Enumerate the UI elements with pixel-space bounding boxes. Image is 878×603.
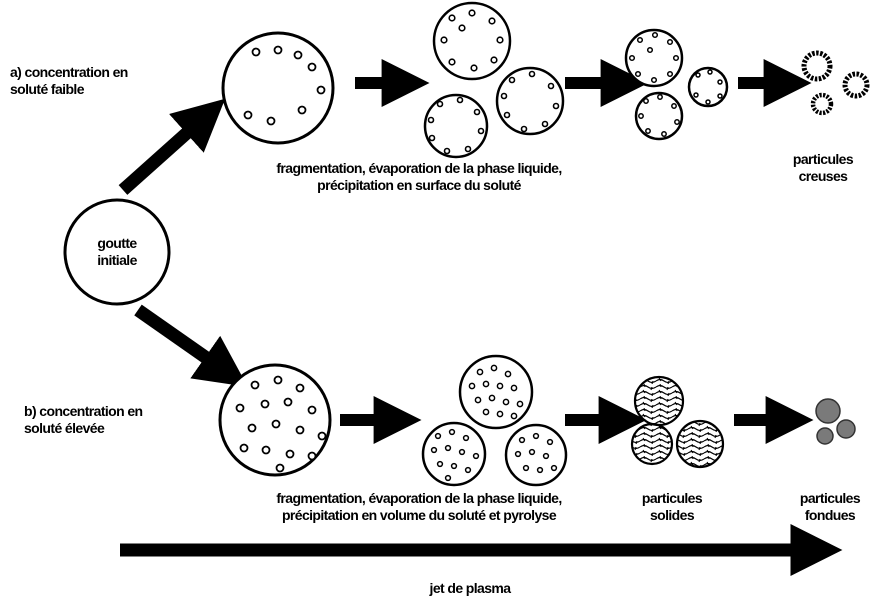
start-label-line1: goutte bbox=[77, 235, 157, 252]
solid-particles-label-line2: solides bbox=[627, 507, 717, 524]
row-b-label: b) concentration en soluté élevée bbox=[24, 403, 143, 437]
branch-arrow-down bbox=[138, 310, 218, 366]
row-a-label-line1: a) concentration en bbox=[10, 64, 128, 81]
hollow-particles-label: particules creuses bbox=[778, 151, 868, 185]
solid-particles-label: particules solides bbox=[627, 490, 717, 524]
fused-particles bbox=[816, 399, 855, 444]
solid-particles-label-line1: particules bbox=[627, 490, 717, 507]
row-b-label-line1: b) concentration en bbox=[24, 403, 143, 420]
fused-particles-label-line1: particules bbox=[785, 490, 875, 507]
solid-particles bbox=[632, 377, 723, 467]
row-a-label: a) concentration en soluté faible bbox=[10, 64, 128, 98]
row-a-caption-line1: fragmentation, évaporation de la phase l… bbox=[214, 160, 624, 177]
hollow-particles-label-line1: particules bbox=[778, 151, 868, 168]
hollow-particles-label-line2: creuses bbox=[778, 168, 868, 185]
row-b-fragment-droplets bbox=[423, 356, 566, 485]
row-b-step1-droplet bbox=[220, 365, 330, 475]
row-a-step1-droplet bbox=[223, 33, 333, 143]
row-a-caption: fragmentation, évaporation de la phase l… bbox=[214, 160, 624, 194]
branch-arrow-up bbox=[123, 123, 198, 190]
row-a-caption-line2: précipitation en surface du soluté bbox=[214, 177, 624, 194]
start-label-line2: initiale bbox=[77, 252, 157, 269]
row-b-label-line2: soluté élevée bbox=[24, 420, 143, 437]
fused-particles-label-line2: fondues bbox=[785, 507, 875, 524]
row-b-caption-line2: précipitation en volume du soluté et pyr… bbox=[214, 507, 624, 524]
row-a-label-line2: soluté faible bbox=[10, 81, 128, 98]
hollow-particles bbox=[804, 53, 867, 113]
fused-particles-label: particules fondues bbox=[785, 490, 875, 524]
row-a-fragment-droplets bbox=[425, 3, 563, 157]
row-b-caption-line1: fragmentation, évaporation de la phase l… bbox=[214, 490, 624, 507]
plasma-jet-label-text: jet de plasma bbox=[430, 580, 511, 596]
start-label: goutte initiale bbox=[77, 235, 157, 269]
row-b-caption: fragmentation, évaporation de la phase l… bbox=[214, 490, 624, 524]
plasma-jet-label: jet de plasma bbox=[380, 580, 560, 597]
